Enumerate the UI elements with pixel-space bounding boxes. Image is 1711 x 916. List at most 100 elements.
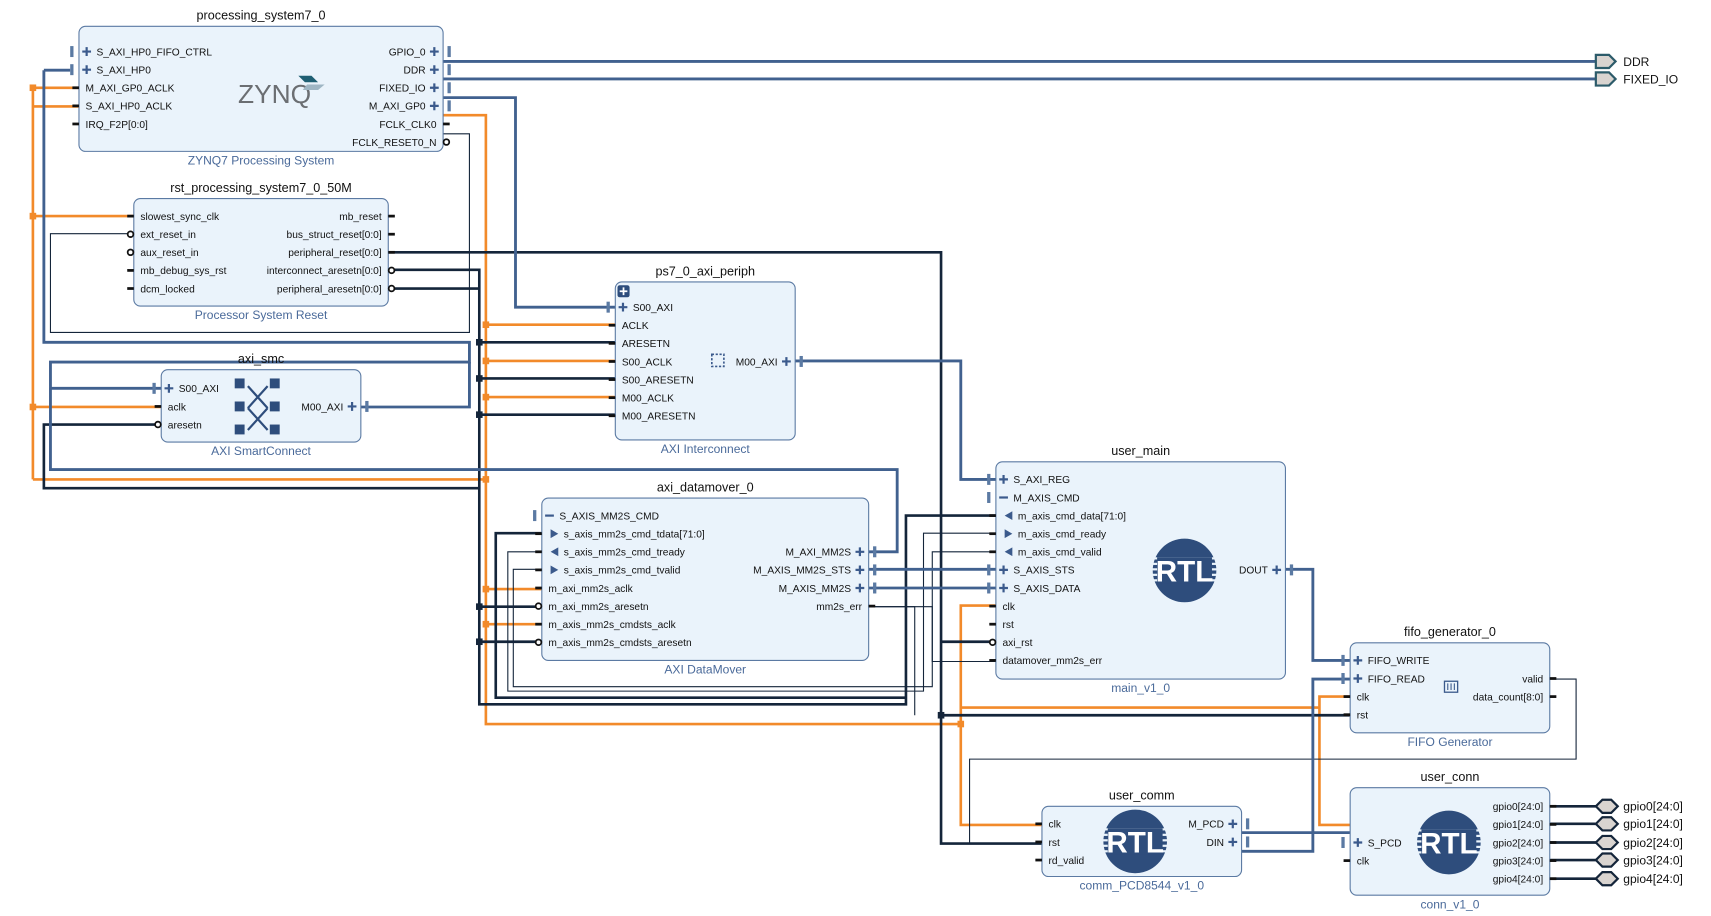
external-port-gpio4240[interactable]: gpio4[24:0]	[1594, 871, 1683, 887]
inverted-pin-icon[interactable]	[534, 602, 543, 610]
bus-connector-icon[interactable]	[987, 492, 991, 503]
reset-net[interactable]	[42, 287, 542, 644]
clock-net[interactable]	[959, 604, 1351, 827]
expand-plus-icon[interactable]	[855, 565, 865, 575]
bus-connector-icon[interactable]	[606, 301, 610, 313]
bus-connector-icon[interactable]	[365, 400, 369, 412]
bus-net[interactable]	[443, 96, 616, 309]
reset-net[interactable]	[49, 133, 470, 333]
expand-plus-icon[interactable]	[999, 475, 1008, 484]
data-net[interactable]	[868, 606, 996, 663]
bus-connector-icon[interactable]	[447, 46, 451, 58]
bus-net[interactable]	[1241, 677, 1351, 853]
external-port-gpio1240[interactable]: gpio1[24:0]	[1594, 816, 1683, 832]
bus-connector-icon[interactable]	[70, 64, 74, 76]
inout-port-icon[interactable]	[1594, 852, 1620, 868]
bus-net[interactable]	[49, 388, 899, 554]
block-body[interactable]	[541, 497, 870, 661]
bus-net[interactable]	[360, 362, 471, 409]
bus-connector-icon[interactable]	[987, 582, 991, 594]
block-user-conn[interactable]: user_connconn_v1_0S_PCDclkgpio0[24:0]gpi…	[1341, 770, 1557, 911]
block-body[interactable]	[995, 461, 1286, 680]
data-net[interactable]	[507, 532, 996, 692]
inout-port-icon[interactable]	[1594, 816, 1620, 832]
expand-plus-icon[interactable]	[1353, 656, 1363, 665]
bus-connector-icon[interactable]	[533, 510, 537, 522]
external-port-fixed_io[interactable]: FIXED_IO	[1594, 71, 1678, 87]
bus-connector-icon[interactable]	[873, 546, 877, 558]
output-port-icon[interactable]	[1594, 53, 1618, 70]
bus-net[interactable]	[868, 567, 996, 590]
output-port-icon[interactable]	[1594, 71, 1618, 87]
bus-connector-icon[interactable]	[987, 564, 991, 576]
inverted-pin-icon[interactable]	[387, 284, 396, 293]
bus-connector-icon[interactable]	[873, 582, 877, 594]
expand-plus-icon[interactable]	[782, 357, 791, 366]
expand-plus-icon[interactable]	[429, 65, 439, 75]
gpio-net[interactable]	[1549, 804, 1596, 881]
bus-connector-icon[interactable]	[447, 82, 451, 94]
external-port-gpio0240[interactable]: gpio0[24:0]	[1594, 798, 1683, 814]
bus-connector-icon[interactable]	[799, 355, 803, 367]
expand-plus-icon[interactable]	[1272, 565, 1282, 575]
inverted-pin-icon[interactable]	[442, 138, 451, 146]
block-user-main[interactable]: user_mainmain_v1_0S_AXI_REGM_AXIS_CMDm_a…	[987, 444, 1294, 695]
expand-plus-icon[interactable]	[164, 383, 174, 393]
block-body[interactable]	[1349, 642, 1551, 734]
bus-connector-icon[interactable]	[1341, 673, 1345, 684]
block-user-comm[interactable]: user_commcomm_PCD8544_v1_0clkrstrd_valid…	[1035, 789, 1250, 893]
external-port-gpio3240[interactable]: gpio3[24:0]	[1594, 852, 1683, 868]
inout-port-icon[interactable]	[1594, 798, 1620, 814]
bus-net[interactable]	[1285, 567, 1351, 662]
bus-net[interactable]	[443, 60, 1596, 81]
expand-plus-icon[interactable]	[999, 565, 1008, 575]
bus-connector-icon[interactable]	[1245, 818, 1250, 830]
bus-connector-icon[interactable]	[987, 473, 991, 485]
data-net[interactable]	[512, 551, 996, 688]
bus-connector-icon[interactable]	[1245, 836, 1250, 848]
external-port-ddr[interactable]: DDR	[1594, 53, 1650, 70]
bus-connector-icon[interactable]	[1289, 564, 1294, 576]
bus-connector-icon[interactable]	[1341, 654, 1345, 666]
data-net[interactable]	[494, 531, 906, 700]
inverted-pin-icon[interactable]	[534, 638, 543, 647]
inverted-pin-icon[interactable]	[126, 248, 135, 257]
expand-plus-icon[interactable]	[429, 47, 439, 56]
inout-port-icon[interactable]	[1594, 834, 1620, 851]
clock-net[interactable]	[32, 113, 961, 726]
expand-plus-icon[interactable]	[429, 101, 439, 111]
expand-plus-icon[interactable]	[855, 583, 865, 593]
expand-plus-icon[interactable]	[1353, 838, 1363, 847]
expand-plus-icon[interactable]	[429, 83, 439, 93]
expand-plus-icon[interactable]	[1228, 819, 1238, 829]
expand-plus-icon[interactable]	[999, 583, 1008, 593]
bus-connector-icon[interactable]	[873, 564, 877, 576]
bus-connector-icon[interactable]	[447, 64, 451, 76]
expand-plus-icon[interactable]	[855, 547, 865, 557]
expand-plus-icon[interactable]	[1353, 674, 1363, 683]
bus-net[interactable]	[795, 359, 996, 481]
bus-connector-icon[interactable]	[152, 382, 156, 394]
expand-plus-icon[interactable]	[82, 65, 92, 75]
expand-plus-icon[interactable]	[347, 402, 357, 411]
expand-plus-icon[interactable]	[1228, 837, 1238, 847]
expand-plus-icon[interactable]	[618, 302, 628, 312]
bus-connector-icon[interactable]	[70, 46, 74, 58]
external-port-gpio2240[interactable]: gpio2[24:0]	[1594, 834, 1683, 851]
bus-connector-icon[interactable]	[447, 100, 451, 112]
clock-net[interactable]	[31, 86, 162, 480]
inout-port-icon[interactable]	[1594, 871, 1620, 887]
inverted-pin-icon[interactable]	[154, 420, 162, 429]
reset-net[interactable]	[388, 268, 996, 706]
inverted-pin-icon[interactable]	[988, 638, 997, 647]
data-net[interactable]	[969, 678, 1577, 845]
inverted-pin-icon[interactable]	[387, 266, 396, 275]
inverted-pin-icon[interactable]	[126, 230, 135, 238]
